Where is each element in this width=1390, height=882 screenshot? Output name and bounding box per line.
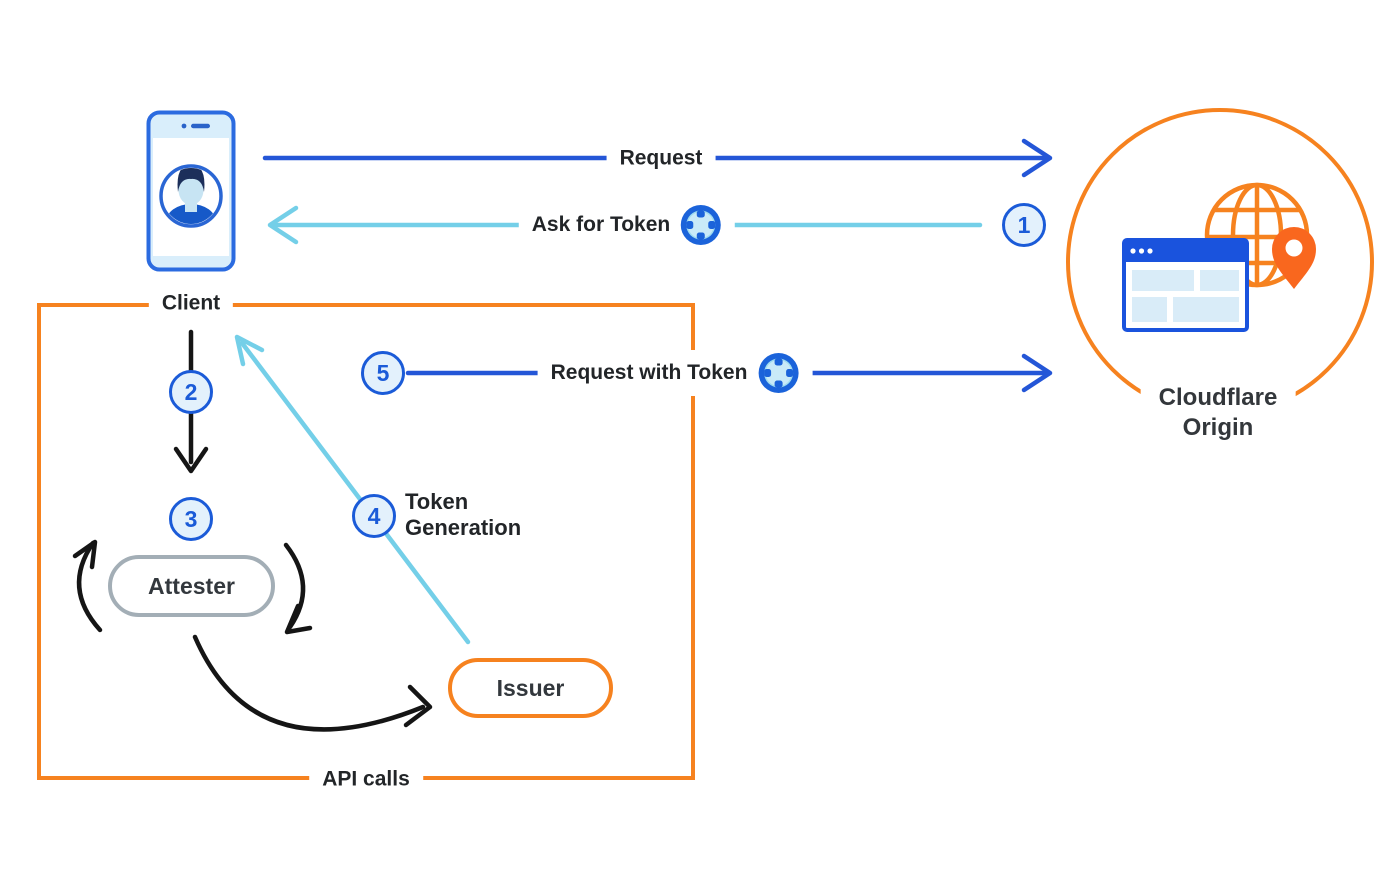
issuer-label: Issuer	[496, 674, 565, 701]
api-calls-label: API calls	[309, 764, 423, 794]
step-2-badge: 2	[169, 370, 213, 414]
attester-label: Attester	[148, 572, 235, 599]
token-chip-icon	[681, 205, 722, 245]
request-with-token-label: Request with Token	[537, 350, 813, 396]
attester-cycle-right-arrow	[283, 542, 313, 635]
step-3-badge: 3	[169, 497, 213, 541]
attester-to-issuer-arrow	[192, 634, 433, 732]
issuer-node: Issuer	[448, 658, 613, 718]
browser-window-icon	[1122, 238, 1249, 332]
step-5-badge: 5	[361, 351, 405, 395]
cloudflare-origin-label: Cloudflare Origin	[1140, 379, 1296, 447]
step-1-badge: 1	[1002, 203, 1046, 247]
attester-cycle-left-arrow	[72, 539, 103, 633]
request-label: Request	[606, 143, 716, 173]
globe-browser-pin-icon	[1060, 105, 1390, 445]
location-pin-icon	[1272, 227, 1316, 289]
token-chip-icon	[758, 353, 799, 393]
ask-for-token-label: Ask for Token	[518, 202, 736, 248]
client-label: Client	[148, 288, 234, 318]
token-generation-arrow	[234, 334, 471, 645]
attester-node: Attester	[108, 555, 275, 617]
phone-user-icon	[146, 110, 236, 272]
token-generation-label: Token Generation	[405, 489, 522, 540]
step-4-badge: 4	[352, 494, 396, 538]
